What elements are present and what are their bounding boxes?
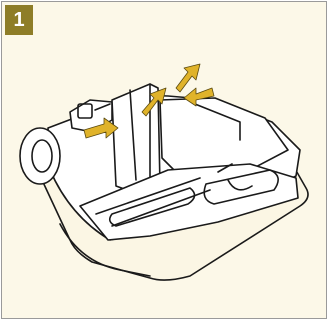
step-number-badge: 1 [5, 5, 33, 35]
left-wheel [20, 128, 60, 184]
arrow-up-outward-right [176, 64, 200, 92]
